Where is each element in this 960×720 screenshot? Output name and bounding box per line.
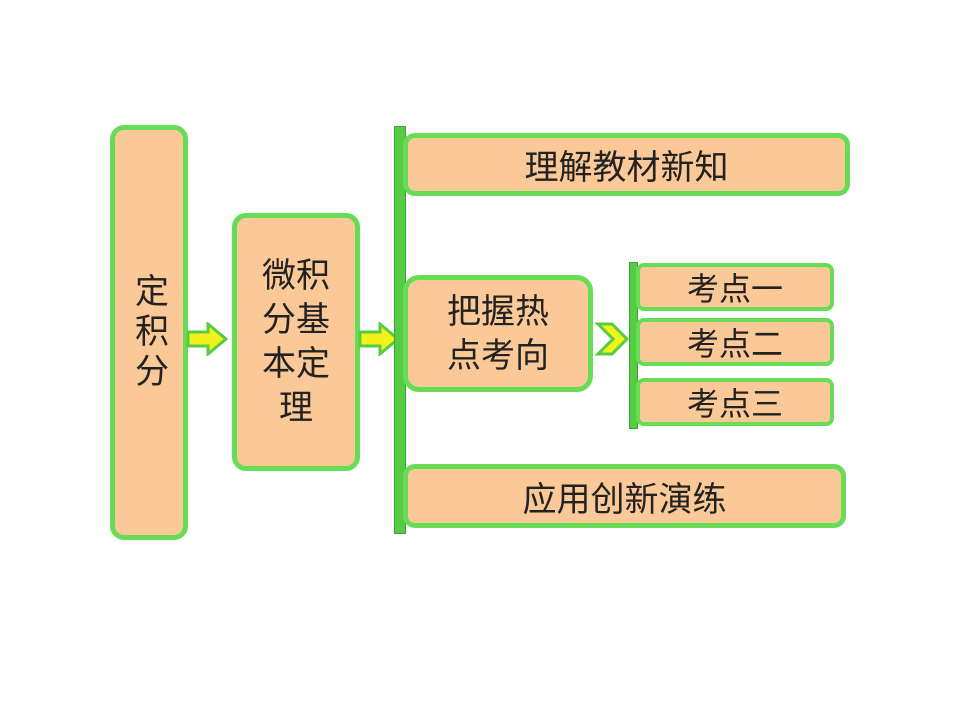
section-grasp-line: 把握热 [447,291,549,332]
section-grasp-line: 点考向 [447,335,549,376]
point-box: 考点一 [636,263,834,311]
section-apply: 应用创新演练 [403,464,846,528]
topic-box: 微积 分基 本定 理 [232,213,360,471]
point-label: 考点一 [686,270,783,308]
right-arrow-icon [186,322,228,356]
topic-line: 分基 [262,300,330,340]
root-box: 定积分 [110,125,188,540]
root-label: 定积分 [128,272,169,393]
section-understand: 理解教材新知 [403,133,850,196]
section-grasp: 把握热 点考向 [403,275,593,392]
chevron-right-icon [594,322,630,356]
right-arrow-icon [358,322,400,356]
point-box: 考点三 [636,378,834,426]
topic-line: 微积 [262,256,330,296]
section-apply-label: 应用创新演练 [522,479,727,520]
point-box: 考点二 [636,318,834,366]
topic-line: 本定 [262,344,330,384]
point-label: 考点三 [686,385,783,423]
section-understand-label: 理解教材新知 [524,148,729,188]
point-label: 考点二 [686,325,783,363]
topic-line: 理 [279,388,313,428]
